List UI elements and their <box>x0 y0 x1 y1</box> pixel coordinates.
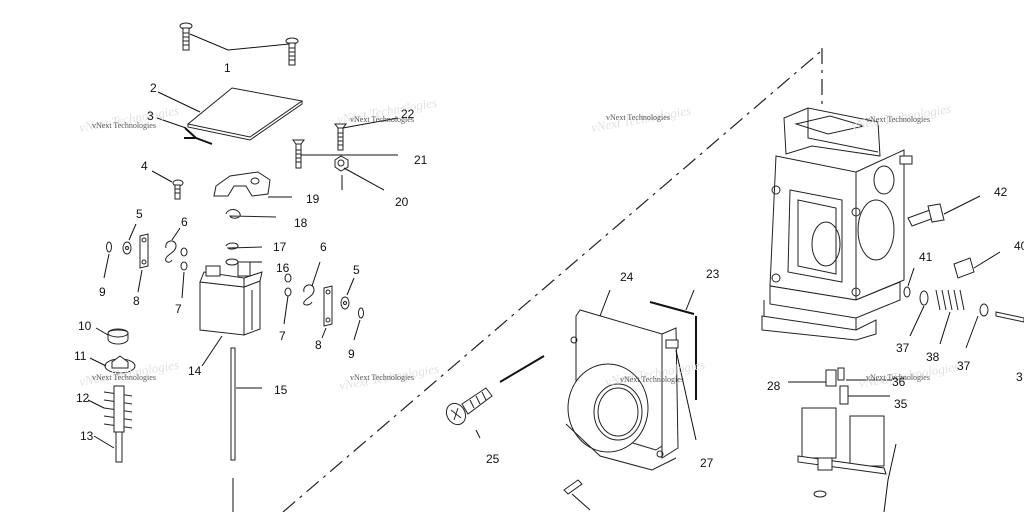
callout-2: 2 <box>150 81 157 95</box>
gasket-plate-part <box>157 87 304 141</box>
callout-7-right: 7 <box>279 329 286 343</box>
callout-23: 23 <box>706 267 720 281</box>
elbow-fitting-part <box>907 195 981 227</box>
svg-text:vNext Technologies: vNext Technologies <box>78 103 180 135</box>
callout-6: 6 <box>181 215 188 229</box>
callout-labels: 1 2 3 4 5 6 7 8 9 10 11 12 13 14 15 16 1… <box>74 61 1024 470</box>
callout-19: 19 <box>306 192 320 206</box>
callout-25: 25 <box>486 452 500 466</box>
link-parts-left <box>103 223 188 299</box>
callout-35: 35 <box>894 397 908 411</box>
svg-text:vNext Technologies: vNext Technologies <box>92 121 156 130</box>
callout-13: 13 <box>80 429 94 443</box>
callout-6-right: 6 <box>320 240 327 254</box>
callout-9-right: 9 <box>348 347 355 361</box>
callout-37: 37 <box>896 341 910 355</box>
e-ring-part <box>225 242 263 250</box>
clip-wire-part <box>184 127 213 145</box>
svg-text:vNext Technologies: vNext Technologies <box>92 373 156 382</box>
screw-part <box>179 22 299 66</box>
callout-37-right: 37 <box>957 359 971 373</box>
callout-36: 36 <box>892 375 906 389</box>
callout-21: 21 <box>414 153 428 167</box>
carburetor-flange-part <box>565 289 697 471</box>
callout-5: 5 <box>136 207 143 221</box>
throttle-slide-part <box>199 261 263 367</box>
link-parts-right <box>283 261 364 341</box>
callout-14: 14 <box>188 364 202 378</box>
jet-part <box>788 367 892 405</box>
nut-part <box>334 155 385 191</box>
screw-part <box>334 117 399 151</box>
callout-16: 16 <box>276 261 290 275</box>
callout-3: 3 <box>147 109 154 123</box>
washer-part <box>225 258 239 266</box>
cap-part <box>95 327 129 345</box>
carburetor-body-part <box>761 107 913 341</box>
nut-part <box>89 355 136 374</box>
callout-27: 27 <box>700 456 714 470</box>
callout-7: 7 <box>175 302 182 316</box>
callout-8: 8 <box>133 294 140 308</box>
callout-15: 15 <box>274 383 288 397</box>
bracket-part <box>213 171 292 198</box>
svg-text:vNext Technologies: vNext Technologies <box>620 375 684 384</box>
fitting-part <box>953 251 1001 279</box>
callout-41: 41 <box>919 250 933 264</box>
screw-part <box>292 139 398 169</box>
spring-part <box>909 289 989 349</box>
float-part <box>797 407 897 513</box>
callout-17: 17 <box>273 240 287 254</box>
callout-3-right: 3 <box>1016 370 1023 384</box>
callout-4: 4 <box>141 159 148 173</box>
washer-part <box>903 267 915 298</box>
callout-40: 40 <box>1014 239 1024 253</box>
screw-part <box>445 355 545 439</box>
needle-part <box>995 311 1024 323</box>
callout-38: 38 <box>926 350 940 364</box>
callout-42: 42 <box>994 185 1008 199</box>
callout-28: 28 <box>767 379 781 393</box>
callout-1: 1 <box>224 61 231 75</box>
callout-5-right: 5 <box>353 263 360 277</box>
jet-needle-part <box>230 347 262 461</box>
screw-part <box>151 170 184 200</box>
callout-22: 22 <box>401 107 415 121</box>
needle-23 <box>649 301 695 315</box>
svg-text:vNext Technologies: vNext Technologies <box>866 373 930 382</box>
svg-text:vNext Technologies: vNext Technologies <box>350 115 414 124</box>
callout-11: 11 <box>74 349 87 363</box>
spring-clip-part <box>225 209 277 219</box>
svg-text:vNext Technologies: vNext Technologies <box>350 373 414 382</box>
callout-18: 18 <box>294 216 308 230</box>
callout-20: 20 <box>395 195 409 209</box>
assembly-centerline <box>282 51 821 513</box>
callout-9: 9 <box>99 285 106 299</box>
pilot-screw-part <box>93 431 123 463</box>
callout-8-right: 8 <box>315 338 322 352</box>
svg-text:vNext Technologies: vNext Technologies <box>606 113 670 122</box>
svg-text:vNext Technologies: vNext Technologies <box>866 115 930 124</box>
spring-part <box>87 385 133 433</box>
callout-24: 24 <box>620 270 634 284</box>
pin-part <box>563 479 591 511</box>
callout-12: 12 <box>76 391 90 405</box>
callout-10: 10 <box>78 319 92 333</box>
